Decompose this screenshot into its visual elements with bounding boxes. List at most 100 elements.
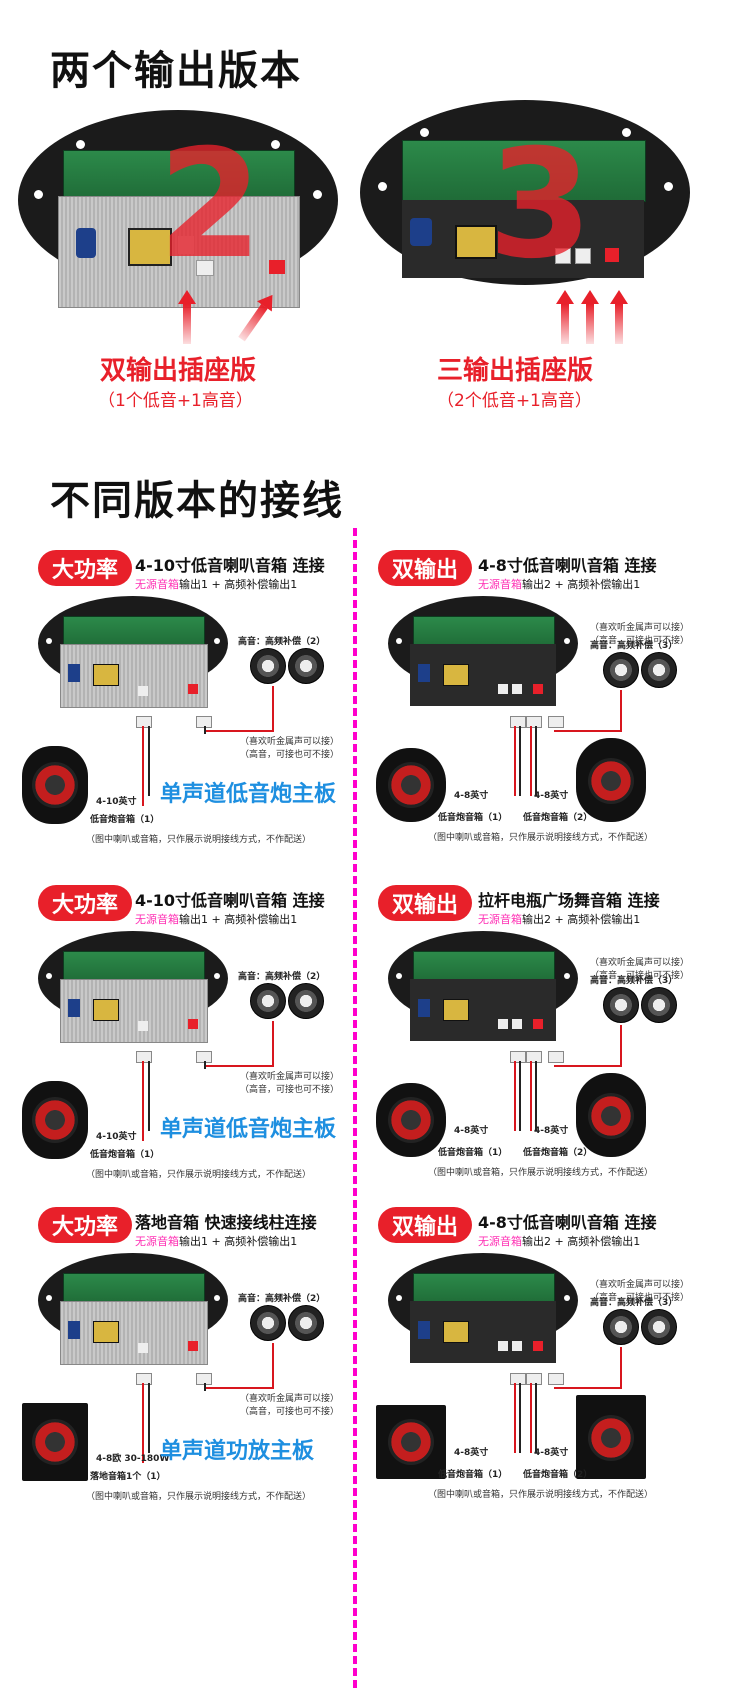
- wire: [519, 1061, 521, 1131]
- panel-title: 落地音箱 快速接线柱连接: [135, 1213, 317, 1232]
- version-number-2: 2: [158, 118, 263, 292]
- footnote: （图中喇叭或音箱，只作展示说明接线方式，不作配送）: [428, 1490, 654, 1500]
- wire: [272, 1343, 274, 1389]
- passive-speaker-label: 无源音箱: [478, 1235, 522, 1248]
- size-label: 4-10英寸: [96, 797, 137, 807]
- wire: [204, 1383, 206, 1391]
- tweeter-icon: [641, 652, 677, 688]
- footnote: （图中喇叭或音箱，只作展示说明接线方式，不作配送）: [428, 833, 654, 843]
- tweeter-icon: [603, 987, 639, 1023]
- speaker-label: 低音炮音箱（1）: [90, 1150, 160, 1160]
- amp-board: [388, 931, 578, 1046]
- amp-board: [388, 1253, 578, 1368]
- wire: [519, 726, 521, 796]
- connector-icon: [548, 1051, 564, 1063]
- panel-subtitle-rest: 输出1 + 高频补偿输出1: [179, 578, 298, 591]
- wire: [204, 1061, 206, 1069]
- panel-badge: 双输出: [378, 550, 473, 586]
- speaker-label-2: 低音炮音箱（2）: [523, 1470, 593, 1480]
- amp-board: [38, 596, 228, 711]
- wire: [204, 730, 274, 732]
- subwoofer-speaker: [376, 748, 446, 822]
- speaker-label: 低音炮音箱（1）: [438, 1470, 508, 1480]
- passive-speaker-label: 无源音箱: [135, 578, 179, 591]
- arrow-up-icon: [610, 290, 628, 344]
- speaker-label-2: 低音炮音箱（2）: [523, 813, 593, 823]
- wire: [530, 1383, 532, 1453]
- wire: [148, 1061, 150, 1131]
- size-label: 4-8英寸: [534, 1126, 569, 1136]
- panel-badge: 双输出: [378, 885, 473, 921]
- version-subtitle-2: （1个低音+1高音）: [98, 391, 253, 411]
- wire: [530, 1061, 532, 1131]
- tweeter-note: （喜欢听金属声可以接） （高音，可接也可不接）: [590, 623, 690, 646]
- wire: [148, 1383, 150, 1453]
- version-subtitle-3: （2个低音+1高音）: [437, 391, 592, 411]
- wire: [514, 1383, 516, 1453]
- connector-icon: [136, 1051, 152, 1063]
- footnote: （图中喇叭或音箱，只作展示说明接线方式，不作配送）: [428, 1168, 654, 1178]
- panel-badge: 双输出: [378, 1207, 473, 1243]
- tweeter-label: 高音：高频补偿（2）: [238, 1294, 326, 1304]
- wire: [514, 726, 516, 796]
- footnote: （图中喇叭或音箱，只作展示说明接线方式，不作配送）: [86, 1170, 312, 1180]
- wire: [554, 730, 620, 732]
- subwoofer-speaker: [576, 1073, 646, 1157]
- panel-subtitle: 无源音箱输出1 + 高频补偿输出1: [135, 576, 297, 592]
- amp-board: [38, 1253, 228, 1368]
- size-label: 4-8英寸: [534, 1448, 569, 1458]
- divider: [353, 528, 357, 1688]
- wiring-panel: 双输出拉杆电瓶广场舞音箱 连接无源音箱输出2 + 高频补偿输出1 高音：高频补偿…: [358, 883, 718, 1203]
- wire: [535, 726, 537, 796]
- subwoofer-speaker: [22, 746, 88, 824]
- size-label: 4-8英寸: [534, 791, 569, 801]
- panel-subtitle-rest: 输出1 + 高频补偿输出1: [179, 913, 298, 926]
- speaker-label: 低音炮音箱（1）: [438, 1148, 508, 1158]
- tweeter-note: （喜欢听金属声可以接） （高音，可接也可不接）: [590, 1280, 690, 1303]
- tweeter-note: （喜欢听金属声可以接） （高音，可接也可不接）: [240, 1072, 340, 1095]
- subwoofer-speaker: [376, 1083, 446, 1157]
- size-label: 4-8欧 30-180W: [96, 1454, 170, 1464]
- wire: [204, 1387, 274, 1389]
- wire: [514, 1061, 516, 1131]
- speaker-label: 落地音箱1个（1）: [90, 1472, 166, 1482]
- connector-icon: [510, 1051, 526, 1063]
- panel-badge: 大功率: [38, 885, 133, 921]
- panel-title: 4-10寸低音喇叭音箱 连接: [135, 891, 325, 910]
- subwoofer-speaker: [376, 1405, 446, 1479]
- passive-speaker-label: 无源音箱: [478, 913, 522, 926]
- connector-icon: [510, 716, 526, 728]
- tweeter-icon: [250, 983, 286, 1019]
- connector-icon: [526, 1373, 542, 1385]
- board-photo-3: 3: [360, 100, 690, 300]
- tweeter-icon: [641, 1309, 677, 1345]
- panel-subtitle: 无源音箱输出1 + 高频补偿输出1: [135, 911, 297, 927]
- wire: [142, 1383, 144, 1463]
- connector-icon: [136, 1373, 152, 1385]
- wire: [530, 726, 532, 796]
- subwoofer-speaker: [576, 1395, 646, 1479]
- wire: [535, 1383, 537, 1453]
- arrow-up-icon: [556, 290, 574, 344]
- panel-subtitle: 无源音箱输出2 + 高频补偿输出1: [478, 911, 640, 927]
- subwoofer-speaker: [576, 738, 646, 822]
- wire: [620, 690, 622, 732]
- mono-board-title: 单声道低音炮主板: [160, 1117, 337, 1142]
- arrow-up-icon: [178, 290, 196, 344]
- tweeter-icon: [603, 1309, 639, 1345]
- tweeter-label: 高音：高频补偿（3）: [590, 1298, 678, 1308]
- board-photo-2: 2: [18, 110, 338, 310]
- wire: [620, 1347, 622, 1389]
- panel-badge: 大功率: [38, 550, 133, 586]
- speaker-label-2: 低音炮音箱（2）: [523, 1148, 593, 1158]
- mono-board-title: 单声道低音炮主板: [160, 782, 337, 807]
- tweeter-note: （喜欢听金属声可以接） （高音，可接也可不接）: [240, 1394, 340, 1417]
- passive-speaker-label: 无源音箱: [135, 1235, 179, 1248]
- panel-subtitle-rest: 输出2 + 高频补偿输出1: [522, 1235, 641, 1248]
- panel-subtitle-rest: 输出1 + 高频补偿输出1: [179, 1235, 298, 1248]
- wire: [204, 726, 206, 734]
